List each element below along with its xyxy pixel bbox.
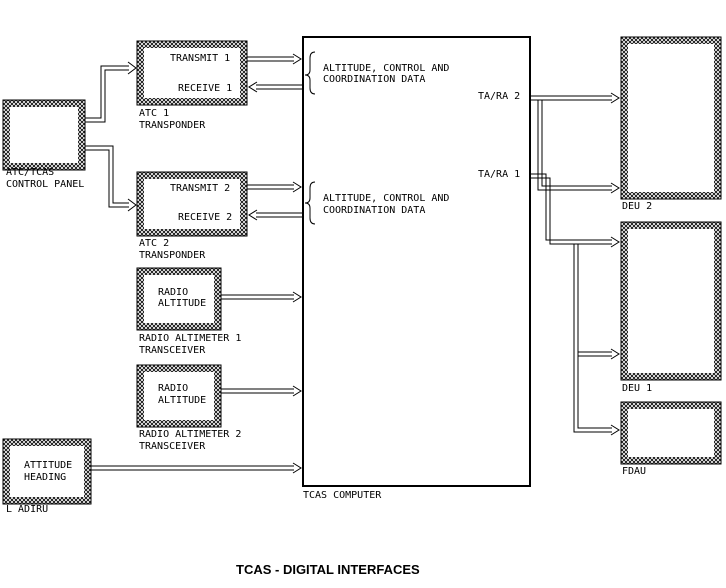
control-panel-label-2: CONTROL PANEL: [6, 179, 84, 190]
bus-radio-altitude-2: [221, 385, 302, 397]
atc2-receive-label: RECEIVE 2: [178, 212, 232, 223]
atc1-name-1: ATC 1: [139, 108, 169, 119]
ra2-name-1: RADIO ALTIMETER 2: [139, 429, 241, 440]
computer-data1-line-1: ALTITUDE, CONTROL AND: [323, 63, 449, 74]
deu2-box: [620, 36, 722, 200]
atc1-name-2: TRANSPONDER: [139, 120, 206, 131]
ra1-name-2: TRANSCEIVER: [139, 345, 206, 356]
ra1-line-1: RADIO: [158, 287, 188, 298]
adiru-line-1: ATTITUDE: [24, 460, 72, 471]
computer-data2-line-2: COORDINATION DATA: [323, 205, 425, 216]
bus-atc2-receive: [248, 209, 303, 221]
atc1-receive-label: RECEIVE 1: [178, 83, 232, 94]
fdau-box: [620, 401, 722, 465]
ra2-line-2: ALTITUDE: [158, 395, 206, 406]
atc1-transmit-label: TRANSMIT 1: [170, 53, 230, 64]
deu1-name: DEU 1: [622, 383, 652, 394]
atc1-transponder-box: [136, 40, 248, 106]
computer-data1-line-2: COORDINATION DATA: [323, 74, 425, 85]
tara2-label: TA/RA 2: [478, 91, 520, 102]
computer-data2-line-1: ALTITUDE, CONTROL AND: [323, 193, 449, 204]
tara1-label: TA/RA 1: [478, 169, 520, 180]
control-panel-box: [2, 99, 86, 171]
bus-tara1: [530, 173, 620, 436]
control-panel-label-1: ATC/TCAS: [6, 167, 54, 178]
bus-control-panel-atc2: [85, 145, 137, 212]
atc2-name-1: ATC 2: [139, 238, 169, 249]
deu1-box: [620, 221, 722, 381]
ra2-name-2: TRANSCEIVER: [139, 441, 206, 452]
diagram-title: TCAS - DIGITAL INTERFACES: [236, 562, 420, 577]
ra1-name-1: RADIO ALTIMETER 1: [139, 333, 241, 344]
tcas-computer-box: [302, 36, 531, 487]
radio-altimeter-1-box: [136, 267, 222, 331]
bus-radio-altitude-1: [221, 291, 302, 303]
atc2-transmit-label: TRANSMIT 2: [170, 183, 230, 194]
brace-data-1: [304, 51, 316, 95]
bus-atc1-receive: [248, 81, 303, 93]
atc2-transponder-box: [136, 171, 248, 237]
bus-control-panel-atc1: [85, 61, 137, 123]
fdau-name: FDAU: [622, 466, 646, 477]
bus-tara2: [530, 92, 620, 194]
computer-name: TCAS COMPUTER: [303, 490, 382, 501]
deu2-name: DEU 2: [622, 201, 652, 212]
radio-altimeter-2-box: [136, 364, 222, 428]
ra2-line-1: RADIO: [158, 383, 188, 394]
bus-atc2-transmit: [247, 181, 302, 193]
adiru-box: [2, 438, 92, 505]
bus-atc1-transmit: [247, 53, 302, 65]
atc2-name-2: TRANSPONDER: [139, 250, 206, 261]
adiru-name: L ADIRU: [6, 504, 48, 515]
bus-adiru: [91, 462, 302, 474]
brace-data-2: [304, 181, 316, 225]
ra1-line-2: ALTITUDE: [158, 298, 206, 309]
adiru-line-2: HEADING: [24, 472, 66, 483]
